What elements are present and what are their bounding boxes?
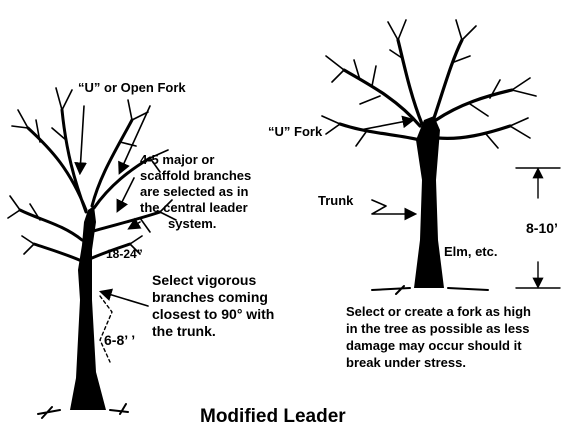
scaffold-note-line: the central leader <box>140 200 248 215</box>
u-fork-label: “U” Fork <box>268 124 323 139</box>
scaffold-note-line: scaffold branches <box>140 168 252 183</box>
right-height-label: 8-10’ <box>526 220 558 236</box>
scaffold-note-line: 4-5 major or <box>140 152 215 167</box>
vigorous-branch-arrow <box>98 288 149 307</box>
trunk-arrow <box>371 199 418 221</box>
left-tree-trunk <box>70 206 106 410</box>
scaffold-note-line: are selected as in <box>140 184 249 199</box>
left-tree-ground <box>37 403 129 419</box>
open-fork-arrow-left <box>74 105 87 176</box>
right-tree-fork-limbs <box>338 38 514 142</box>
right-tree-twigs <box>321 19 537 149</box>
vigorous-note-line: Select vigorous <box>152 272 257 288</box>
fork-note-line: break under stress. <box>346 355 466 370</box>
right-tree <box>321 19 537 295</box>
scaffold-note-line: system. <box>168 216 217 231</box>
species-label: Elm, etc. <box>444 244 498 259</box>
vigorous-note-line: branches coming <box>152 289 268 305</box>
left-height-label: 6-8’ ’ <box>104 332 136 348</box>
spacing-arrow <box>127 217 142 230</box>
open-fork-label: “U” or Open Fork <box>78 80 186 95</box>
vigorous-note-line: closest to 90° with <box>152 306 275 322</box>
left-tree <box>7 87 177 419</box>
diagram-caption: Modified Leader <box>200 406 346 427</box>
open-fork-arrow-right <box>118 105 151 175</box>
scaffold-arrow <box>116 177 135 213</box>
fork-note-line: Select or create a fork as high <box>346 304 531 319</box>
right-tree-ground <box>371 285 489 295</box>
right-tree-trunk <box>414 116 444 288</box>
fork-note-line: in the tree as possible as less <box>346 321 530 336</box>
vigorous-note-line: the trunk. <box>152 323 216 339</box>
vigorous-branches-note: Select vigorous branches coming closest … <box>152 272 312 340</box>
fork-note-line: damage may occur should it <box>346 338 522 353</box>
left-height-brace <box>99 295 113 363</box>
fork-selection-note: Select or create a fork as high in the t… <box>346 303 570 371</box>
branch-spacing-label: 18-24” <box>106 247 143 261</box>
left-tree-scaffold-branches <box>18 108 162 264</box>
trunk-label: Trunk <box>318 193 354 208</box>
u-fork-arrow <box>359 115 416 131</box>
left-tree-twigs <box>7 87 177 255</box>
scaffold-note: 4-5 major or scaffold branches are selec… <box>140 152 280 232</box>
